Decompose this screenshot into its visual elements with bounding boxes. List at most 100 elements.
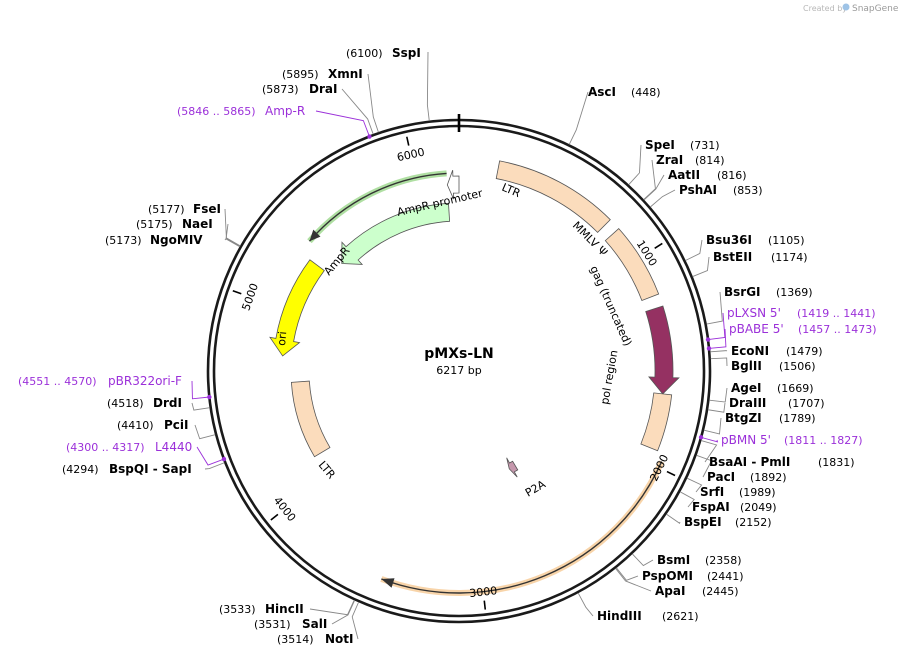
enzyme-name: AscI [588, 85, 616, 99]
enzyme-name: PciI [164, 418, 189, 432]
feature-ampr [341, 202, 451, 265]
enzyme-leader [367, 73, 379, 133]
enzyme-pos: (853) [733, 184, 763, 197]
enzyme-leader [194, 424, 216, 440]
enzyme-leader [710, 357, 728, 367]
enzyme-leader [191, 402, 210, 411]
enzyme-pos: (448) [631, 86, 661, 99]
enzyme-pos: (814) [695, 154, 725, 167]
enzyme-name: SrfI [700, 485, 724, 499]
enzyme-pos: (2152) [735, 516, 772, 529]
primer-range: (5846 .. 5865) [177, 105, 256, 118]
primer-name: pBMN 5' [721, 433, 771, 447]
feature-label-gag: gag (truncated) [587, 264, 634, 348]
enzyme-pos: (5173) [105, 234, 142, 247]
primer-range: (4300 .. 4317) [66, 441, 145, 454]
primer-marker [367, 134, 372, 139]
primer-marker [706, 346, 712, 351]
primer-marker [221, 456, 227, 462]
enzyme-leader [706, 291, 723, 325]
enzyme-pos: (4294) [62, 463, 99, 476]
enzyme-leader [568, 91, 589, 145]
enzyme-name: PspOMI [642, 569, 693, 583]
primer-range: (4551 .. 4570) [18, 375, 97, 388]
enzyme-leader [577, 592, 594, 617]
enzyme-pos: (816) [717, 169, 747, 182]
enzyme-leader [224, 238, 240, 248]
enzyme-name: EcoNI [731, 344, 769, 358]
enzyme-name: DraIII [729, 396, 766, 410]
enzyme-leader [696, 454, 713, 478]
enzyme-name: BstEII [713, 250, 752, 264]
enzyme-pos: (1989) [739, 486, 776, 499]
enzyme-leader [628, 144, 642, 186]
feature-label-p2a: P2A [523, 478, 548, 500]
primer-name: Amp-R [265, 104, 305, 118]
enzyme-name: SpeI [645, 138, 675, 152]
enzyme-name: BtgZI [725, 411, 762, 425]
enzyme-name: PacI [707, 470, 735, 484]
enzyme-pos: (2445) [702, 585, 739, 598]
tick-mark [232, 290, 242, 295]
enzyme-leader [685, 239, 703, 261]
feature-p2a [506, 457, 519, 478]
tick-mark [270, 513, 279, 521]
enzyme-pos: (4518) [107, 397, 144, 410]
enzyme-pos: (1707) [788, 397, 825, 410]
enzyme-name: PshAI [679, 183, 717, 197]
enzyme-name: BglII [731, 359, 762, 373]
enzyme-leader [225, 223, 241, 247]
enzyme-leader [643, 174, 665, 201]
enzyme-leader [692, 256, 710, 277]
enzyme-name: FseI [193, 202, 221, 216]
feature-label-pol: pol region [598, 349, 620, 406]
primer-range: (1457 .. 1473) [798, 323, 877, 336]
enzyme-pos: (1506) [779, 360, 816, 373]
enzyme-leader [351, 601, 360, 640]
enzyme-pos: (2441) [707, 570, 744, 583]
enzyme-leader [632, 553, 654, 567]
enzyme-name: DraI [309, 82, 337, 96]
enzyme-leader [710, 350, 728, 353]
enzyme-name: SspI [392, 46, 421, 60]
enzyme-pos: (5175) [136, 218, 173, 231]
enzyme-leader [426, 51, 430, 121]
primer-name: L4440 [155, 440, 192, 454]
leader-lines [191, 51, 728, 640]
tick-mark [666, 470, 676, 477]
enzyme-name: NotI [325, 632, 354, 646]
primer-marker [705, 337, 711, 342]
enzyme-leader [204, 462, 225, 470]
enzyme-leader [703, 417, 722, 435]
enzyme-pos: (2049) [740, 501, 777, 514]
feature-ori [269, 259, 325, 357]
enzyme-name: NaeI [182, 217, 213, 231]
feature-ltr2 [290, 380, 331, 458]
enzyme-leader [643, 159, 656, 200]
primer-leader [701, 437, 719, 443]
primer-name: pLXSN 5' [727, 306, 781, 320]
enzyme-pos: (1892) [750, 471, 787, 484]
enzyme-name: ApaI [655, 584, 685, 598]
enzyme-pos: (1174) [771, 251, 808, 264]
enzyme-leader [701, 440, 718, 463]
feature-mmlv-psi [604, 228, 660, 301]
enzyme-name: HindIII [597, 609, 642, 623]
ampr-arc [308, 172, 447, 242]
enzyme-pos: (1831) [818, 456, 855, 469]
enzyme-name: BspQI - SapI [109, 462, 192, 476]
enzyme-pos: (5895) [282, 68, 319, 81]
tick-label: 4000 [271, 494, 299, 524]
primer-leader [708, 312, 726, 340]
enzyme-leader [709, 387, 728, 403]
enzyme-pos: (5873) [262, 83, 299, 96]
feature-ampr-promoter [446, 169, 460, 200]
enzyme-pos: (1105) [768, 234, 805, 247]
enzyme-name: BspEI [684, 515, 722, 529]
enzyme-leader [650, 189, 676, 208]
enzyme-pos: (1369) [776, 286, 813, 299]
plasmid-length: 6217 bp [436, 364, 481, 377]
primer-leader [709, 328, 727, 349]
features [269, 160, 680, 478]
